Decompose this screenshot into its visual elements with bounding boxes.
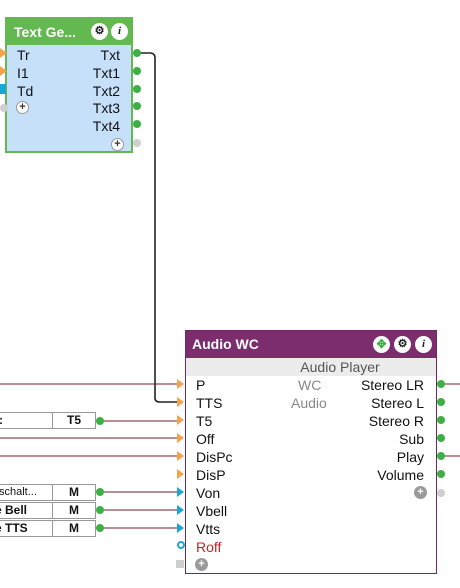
input-label-p: P — [196, 377, 206, 393]
source-box-label-0[interactable]: : — [0, 412, 53, 429]
source-tag-0: T5 — [66, 413, 81, 427]
output-pin-stereo-l[interactable] — [437, 398, 445, 406]
output-pin-add[interactable] — [437, 489, 445, 497]
output-pin-play[interactable] — [437, 452, 445, 460]
output-pin-sub[interactable] — [437, 434, 445, 442]
input-label-off: Off — [196, 431, 215, 447]
input-pin-td[interactable] — [0, 84, 6, 94]
input-pin-tr[interactable] — [0, 48, 7, 58]
output-label-stereo-l: Stereo L — [371, 395, 424, 411]
add-output-icon[interactable]: + — [111, 138, 124, 151]
audio-wc-subtitle: Audio Player — [186, 358, 436, 376]
source-tag-1: M — [69, 485, 79, 499]
source-box-label-3[interactable]: e TTS — [0, 520, 53, 537]
output-label-txt2: Txt2 — [92, 83, 120, 99]
input-label-vbell: Vbell — [196, 503, 228, 519]
source-label-3: e TTS — [0, 521, 28, 535]
input-pin-t5[interactable] — [177, 415, 184, 425]
input-label-td: Td — [17, 83, 34, 99]
output-pin-stereo-r[interactable] — [437, 416, 445, 424]
source-pin-0[interactable] — [96, 417, 104, 425]
text-generator-title: Text Ge... — [14, 24, 76, 40]
input-pin-vbell[interactable] — [177, 505, 184, 515]
input-pin-add[interactable] — [0, 104, 8, 112]
text-generator-block[interactable]: Text Ge... ⚙ i Tr I1 Td + Txt Txt1 Txt2 … — [5, 17, 133, 153]
source-box-tag-0[interactable]: T5 — [52, 412, 96, 429]
param-type: Audio — [291, 395, 327, 411]
output-label-volume: Volume — [377, 467, 424, 483]
source-box-label-2[interactable]: e Bell — [0, 502, 53, 519]
input-label-t5: T5 — [196, 413, 213, 429]
input-pin-add[interactable] — [176, 560, 184, 568]
source-box-tag-1[interactable]: M — [52, 484, 96, 501]
output-pin-stereo-lr[interactable] — [437, 380, 445, 388]
output-pin-txt4[interactable] — [133, 120, 141, 128]
input-pin-disp[interactable] — [177, 469, 184, 479]
wire-txt-tts — [137, 52, 180, 403]
output-label-play: Play — [396, 449, 424, 465]
output-label-txt4: Txt4 — [92, 118, 120, 134]
info-icon[interactable]: i — [415, 336, 432, 353]
source-label-1: schalt... — [0, 486, 37, 498]
output-pin-txt[interactable] — [133, 49, 141, 57]
param-name: WC — [298, 377, 322, 393]
input-label-tr: Tr — [17, 47, 30, 63]
output-label-stereo-r: Stereo R — [368, 413, 424, 429]
output-pin-add[interactable] — [133, 139, 141, 147]
output-pin-txt2[interactable] — [133, 85, 141, 93]
source-tag-2: M — [69, 503, 79, 517]
input-pin-roff[interactable] — [177, 541, 185, 549]
input-pin-i1[interactable] — [0, 66, 7, 76]
input-label-von: Von — [196, 485, 221, 501]
input-pin-tts[interactable] — [177, 397, 184, 407]
output-label-sub: Sub — [399, 431, 424, 447]
input-label-tts: TTS — [196, 395, 223, 411]
source-box-tag-3[interactable]: M — [52, 520, 96, 537]
source-label-0: : — [0, 413, 3, 427]
input-label-vtts: Vtts — [196, 521, 221, 537]
audio-wc-block[interactable]: Audio WC ✥ ⚙ i Audio Player P TTS T5 Off… — [185, 330, 437, 574]
source-tag-3: M — [69, 521, 79, 535]
text-generator-header[interactable]: Text Ge... ⚙ i — [7, 19, 131, 45]
source-label-2: e Bell — [0, 503, 28, 517]
source-pin-2[interactable] — [96, 506, 104, 514]
source-pin-3[interactable] — [96, 524, 104, 532]
info-icon[interactable]: i — [111, 23, 128, 40]
input-label-roff: Roff — [196, 539, 222, 555]
source-box-label-1[interactable]: schalt... — [0, 484, 53, 501]
output-pin-txt1[interactable] — [133, 67, 141, 75]
input-label-dispc: DisPc — [196, 449, 233, 465]
source-pin-1[interactable] — [96, 488, 104, 496]
output-label-txt: Txt — [100, 47, 120, 63]
gear-icon[interactable]: ⚙ — [394, 336, 411, 353]
input-label-disp: DisP — [196, 467, 226, 483]
input-pin-off[interactable] — [177, 433, 184, 443]
move-icon[interactable]: ✥ — [373, 336, 390, 353]
gear-icon[interactable]: ⚙ — [91, 23, 108, 40]
input-label-i1: I1 — [17, 65, 29, 81]
output-pin-txt3[interactable] — [133, 102, 141, 110]
output-label-stereo-lr: Stereo LR — [360, 377, 424, 393]
audio-wc-header[interactable]: Audio WC ✥ ⚙ i — [186, 331, 436, 358]
input-pin-dispc[interactable] — [177, 451, 184, 461]
source-box-tag-2[interactable]: M — [52, 502, 96, 519]
output-pin-volume[interactable] — [437, 470, 445, 478]
add-input-icon[interactable]: + — [195, 558, 208, 571]
add-output-icon[interactable]: + — [414, 486, 427, 499]
audio-wc-title: Audio WC — [192, 336, 259, 352]
input-pin-vtts[interactable] — [177, 523, 184, 533]
input-pin-p[interactable] — [177, 379, 184, 389]
add-input-icon[interactable]: + — [16, 101, 29, 114]
input-pin-von[interactable] — [177, 487, 184, 497]
output-label-txt3: Txt3 — [92, 100, 120, 116]
output-label-txt1: Txt1 — [92, 65, 120, 81]
